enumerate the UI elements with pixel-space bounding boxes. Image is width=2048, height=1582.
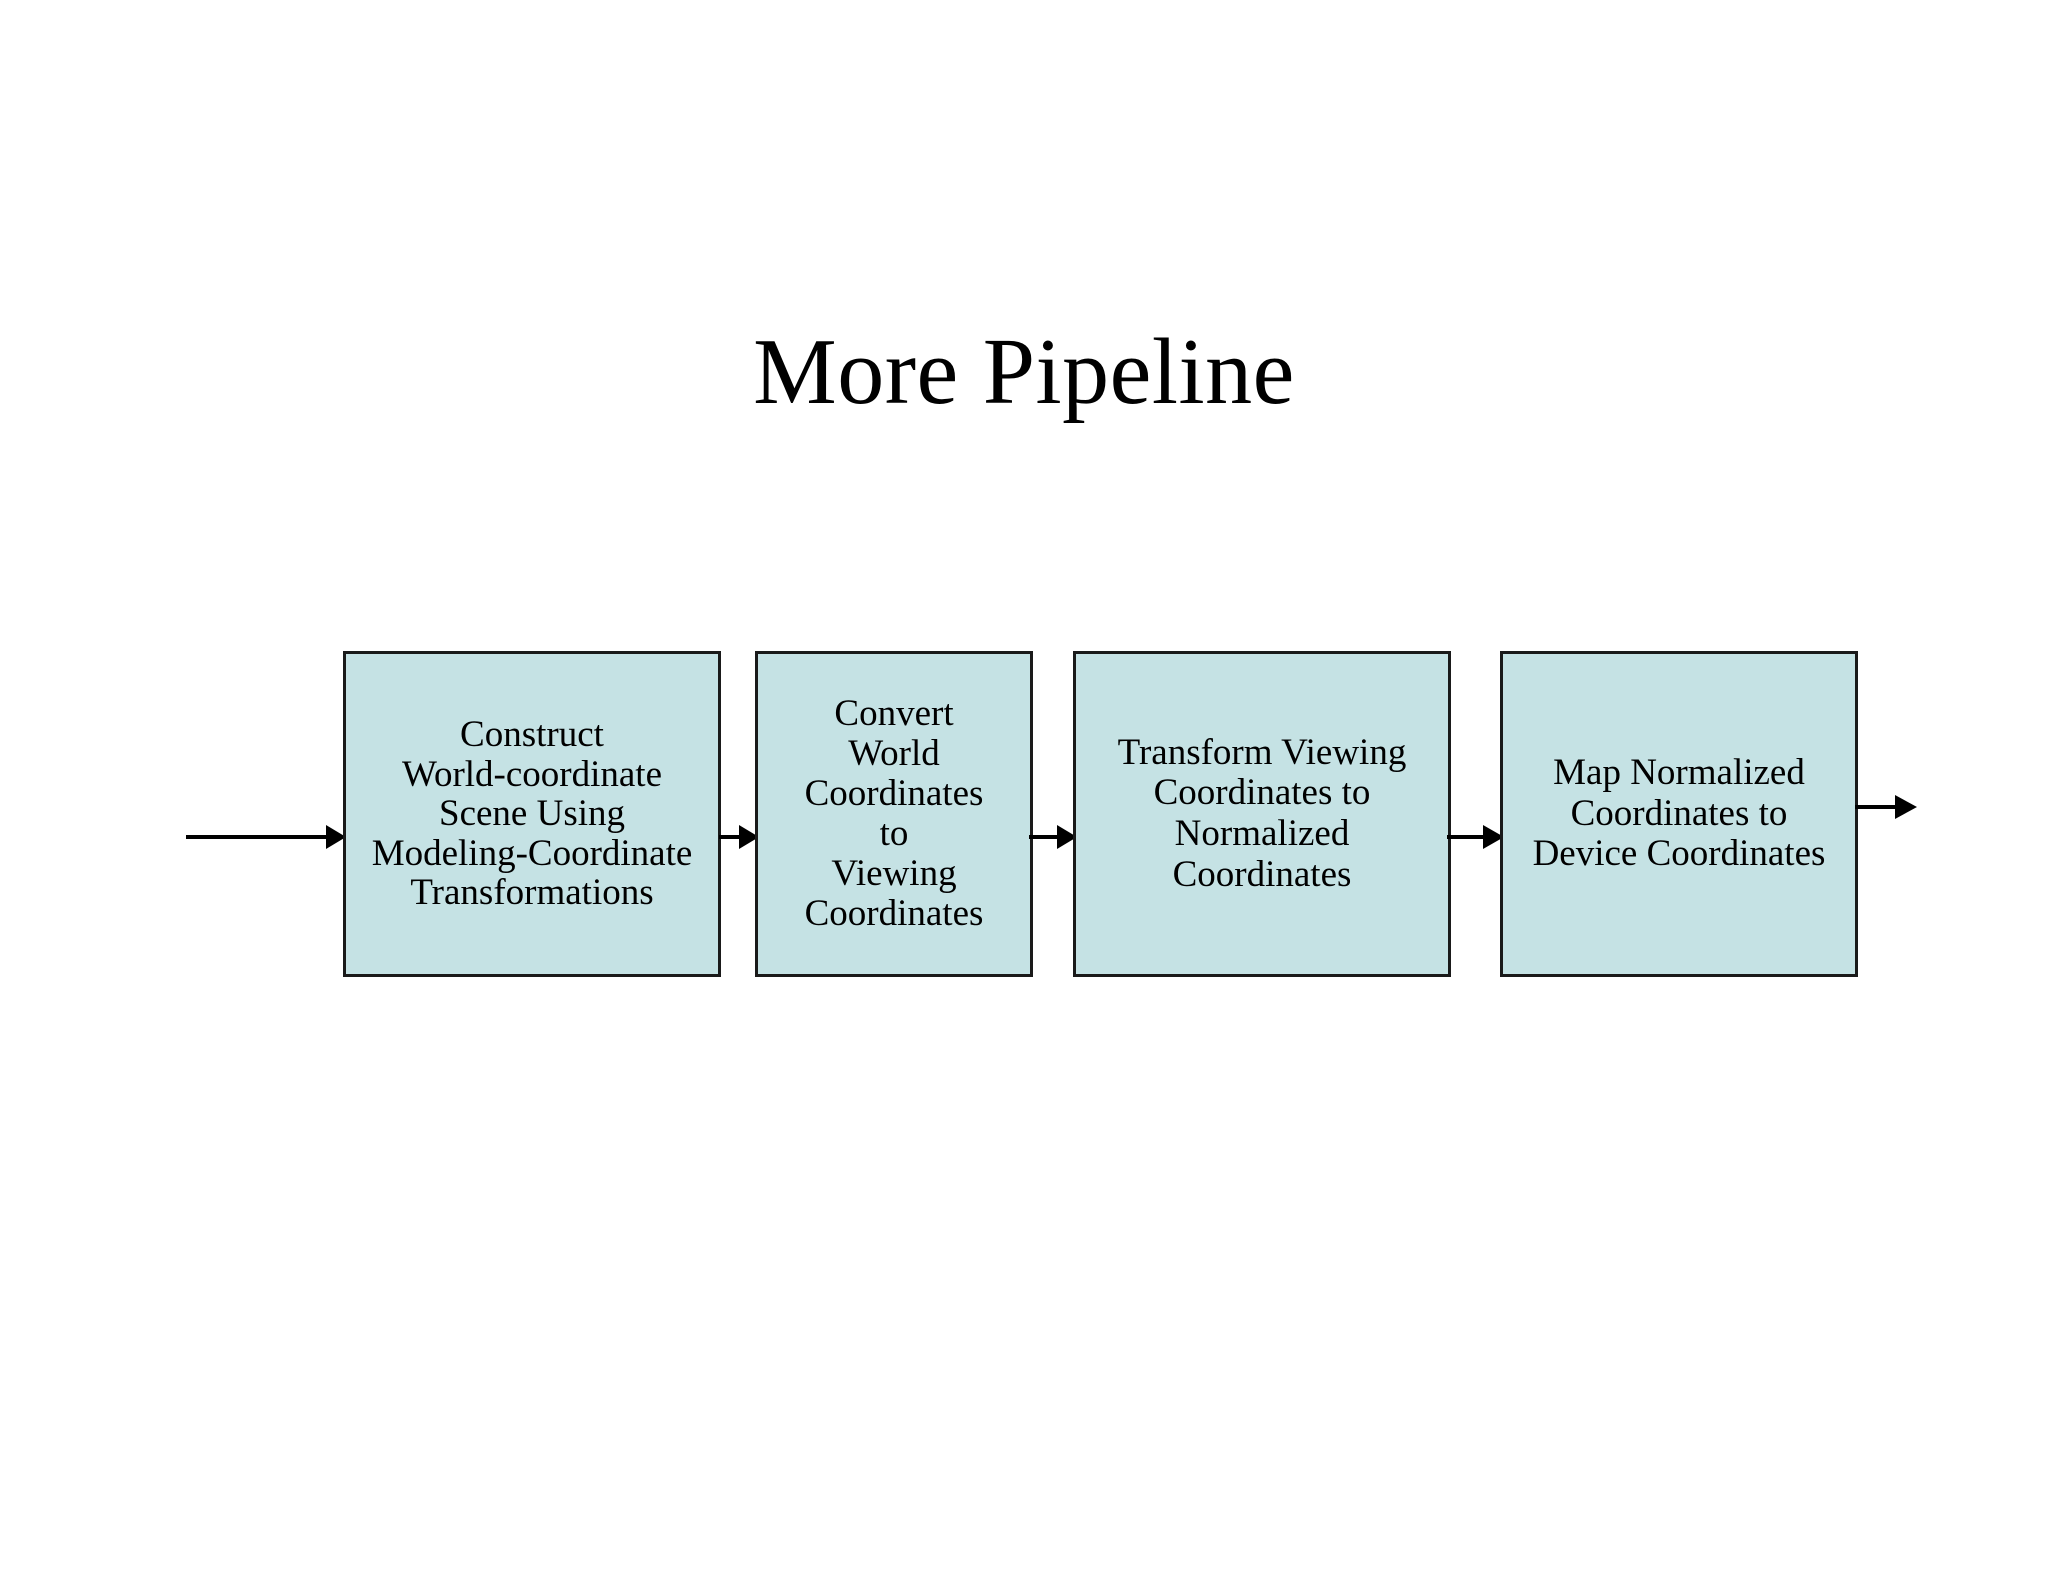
page-title: More Pipeline — [753, 319, 1295, 424]
arrow-stage-4-to-output — [1855, 795, 1917, 819]
pipeline-stage-convert-world-to-viewing-coordinates[interactable]: Convert World Coordinates to Viewing Coo… — [755, 651, 1033, 977]
pipeline-stage-transform-viewing-to-normalized-coordinates[interactable]: Transform Viewing Coordinates to Normali… — [1073, 651, 1451, 977]
pipeline-stage-label: Transform Viewing Coordinates to Normali… — [1117, 731, 1407, 895]
arrow-stage-2-to-stage-3 — [1029, 825, 1077, 849]
pipeline-stage-label: Map Normalized Coordinates to Device Coo… — [1532, 751, 1826, 875]
pipeline-stage-map-normalized-to-device-coordinates[interactable]: Map Normalized Coordinates to Device Coo… — [1500, 651, 1858, 977]
arrow-stage-3-to-stage-4 — [1447, 825, 1504, 849]
pipeline-stage-label: Construct World-coordinate Scene Using M… — [371, 714, 693, 914]
arrow-input-to-stage-1 — [186, 825, 346, 849]
pipeline-stage-construct-world-coordinate-scene[interactable]: Construct World-coordinate Scene Using M… — [343, 651, 721, 977]
arrow-stage-1-to-stage-2 — [719, 825, 759, 849]
pipeline-stage-label: Convert World Coordinates to Viewing Coo… — [804, 693, 984, 934]
